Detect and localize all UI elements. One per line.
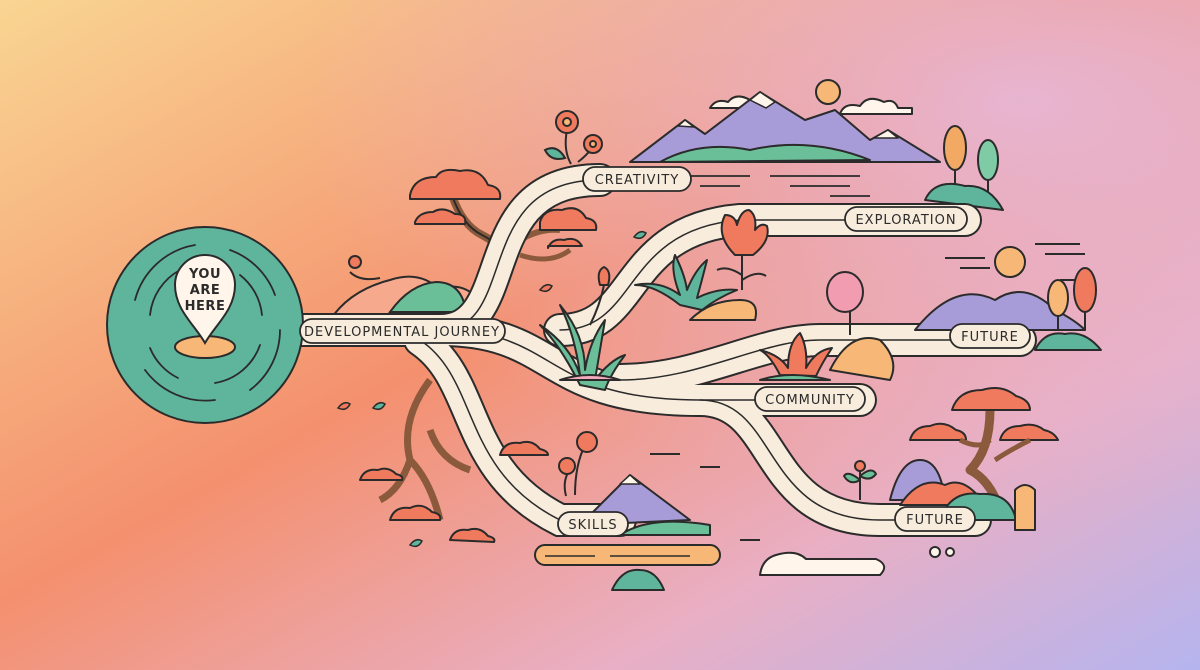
center-plants bbox=[539, 209, 895, 391]
cloud-foliage-icon bbox=[547, 237, 583, 249]
cloud-icon bbox=[759, 551, 886, 576]
cloud-foliage-icon bbox=[414, 208, 467, 225]
pin-text-line2: ARE bbox=[190, 283, 220, 298]
tree-icon bbox=[943, 125, 967, 171]
leaf-icon bbox=[371, 401, 386, 411]
tree-icon bbox=[826, 271, 864, 313]
label-community: COMMUNITY bbox=[765, 393, 855, 408]
map-pin-icon bbox=[173, 254, 237, 346]
bush-icon bbox=[1034, 332, 1102, 351]
cloud-foliage-icon bbox=[951, 387, 1031, 411]
bonsai-tree-lower bbox=[843, 387, 1059, 531]
label-creativity: CREATIVITY bbox=[595, 173, 680, 188]
label-exploration: EXPLORATION bbox=[855, 213, 956, 228]
hill-icon bbox=[659, 143, 871, 163]
you-are-here-marker: YOU ARE HERE bbox=[106, 226, 304, 424]
cloud-foliage-icon bbox=[409, 168, 502, 200]
lotus-flower-icon bbox=[720, 209, 769, 256]
rock-icon bbox=[1014, 484, 1036, 531]
cloud-foliage-icon bbox=[389, 504, 442, 521]
pin-text-line1: YOU bbox=[188, 267, 221, 282]
cloud-foliage-icon bbox=[539, 207, 598, 231]
hill-icon bbox=[619, 520, 711, 536]
agave-plant-icon bbox=[634, 254, 738, 311]
tulip-icon bbox=[597, 266, 611, 286]
bush-icon bbox=[924, 182, 1004, 211]
label-future-lower: FUTURE bbox=[906, 513, 964, 528]
leaf-icon bbox=[408, 538, 423, 548]
cloud-foliage-icon bbox=[909, 422, 967, 441]
cloud-foliage-icon bbox=[999, 423, 1059, 441]
top-mountain-scene bbox=[629, 79, 1004, 211]
succulent-icon bbox=[759, 332, 833, 377]
tree-icon bbox=[1073, 267, 1097, 313]
floating-leaves bbox=[336, 230, 647, 548]
mountain-icon bbox=[914, 291, 1086, 331]
label-developmental-journey: DEVELOPMENTAL JOURNEY bbox=[304, 325, 500, 340]
lake-icon bbox=[534, 544, 721, 566]
bottom-scene bbox=[359, 377, 955, 591]
leaf-icon bbox=[538, 283, 553, 293]
leaf-icon bbox=[336, 401, 351, 411]
leaf-icon bbox=[632, 230, 647, 240]
sun-icon bbox=[815, 79, 841, 105]
flower-icon bbox=[576, 431, 598, 453]
leaf-icon bbox=[543, 147, 567, 160]
sun-icon bbox=[994, 246, 1026, 278]
cloud-foliage-icon bbox=[449, 527, 496, 543]
tree-icon bbox=[977, 139, 999, 181]
flower-cluster-top bbox=[543, 110, 603, 165]
bush-icon bbox=[611, 568, 665, 591]
path-labels: DEVELOPMENTAL JOURNEY CREATIVITY EXPLORA… bbox=[299, 166, 1031, 537]
bud-icon bbox=[348, 255, 362, 269]
mountain-icon bbox=[629, 91, 941, 163]
road-network bbox=[283, 163, 1037, 537]
tree-icon bbox=[1047, 279, 1069, 317]
cloud-icon bbox=[839, 97, 913, 115]
pin-text-line3: HERE bbox=[185, 299, 226, 314]
agave-plant-icon bbox=[539, 304, 626, 391]
label-future-upper: FUTURE bbox=[961, 330, 1019, 345]
cloud-foliage-icon bbox=[499, 440, 549, 456]
sprout-icon bbox=[843, 469, 877, 500]
flower-icon bbox=[558, 457, 576, 475]
label-skills: SKILLS bbox=[568, 518, 617, 533]
cloud-foliage-icon bbox=[359, 467, 404, 481]
right-scene bbox=[826, 243, 1102, 351]
